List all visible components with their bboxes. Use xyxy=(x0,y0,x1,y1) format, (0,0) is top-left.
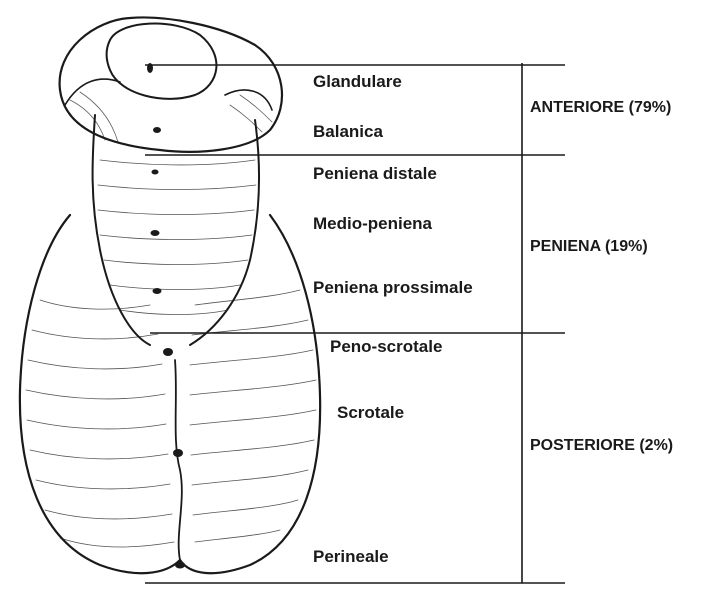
shaft-right-edge xyxy=(190,120,259,345)
label-perineale: Perineale xyxy=(313,548,389,565)
glans-tip xyxy=(107,24,217,99)
meatus-balanic xyxy=(153,127,161,133)
meatus-mid xyxy=(151,230,160,236)
glans-outline xyxy=(60,17,282,151)
category-posteriore: POSTERIORE (2%) xyxy=(530,438,673,454)
scrotum-left-hatching xyxy=(26,300,174,547)
label-glandulare: Glandulare xyxy=(313,73,402,90)
meatus-scrotal xyxy=(173,449,183,457)
division-lines xyxy=(145,63,565,583)
foreskin-fold-right xyxy=(225,90,272,110)
meatus-penoscrotal xyxy=(163,348,173,356)
shaft-hatching xyxy=(98,160,256,315)
meatus-proximal xyxy=(153,288,162,294)
label-scrotale: Scrotale xyxy=(337,404,404,421)
category-anteriore: ANTERIORE (79%) xyxy=(530,100,671,116)
label-medio-peniena: Medio-peniena xyxy=(313,215,432,232)
label-balanica: Balanica xyxy=(313,123,383,140)
meatus-markers xyxy=(147,63,185,569)
meatus-perineal xyxy=(175,562,185,569)
median-raphe xyxy=(175,360,182,560)
category-peniena: PENIENA (19%) xyxy=(530,239,648,255)
scrotum-left-lobe xyxy=(20,215,180,573)
scrotum-right-hatching xyxy=(190,290,316,542)
label-peno-scrotale: Peno-scrotale xyxy=(330,338,442,355)
label-peniena-prossimale: Peniena prossimale xyxy=(313,279,473,296)
meatus-distal xyxy=(152,170,159,175)
label-peniena-distale: Peniena distale xyxy=(313,165,437,182)
